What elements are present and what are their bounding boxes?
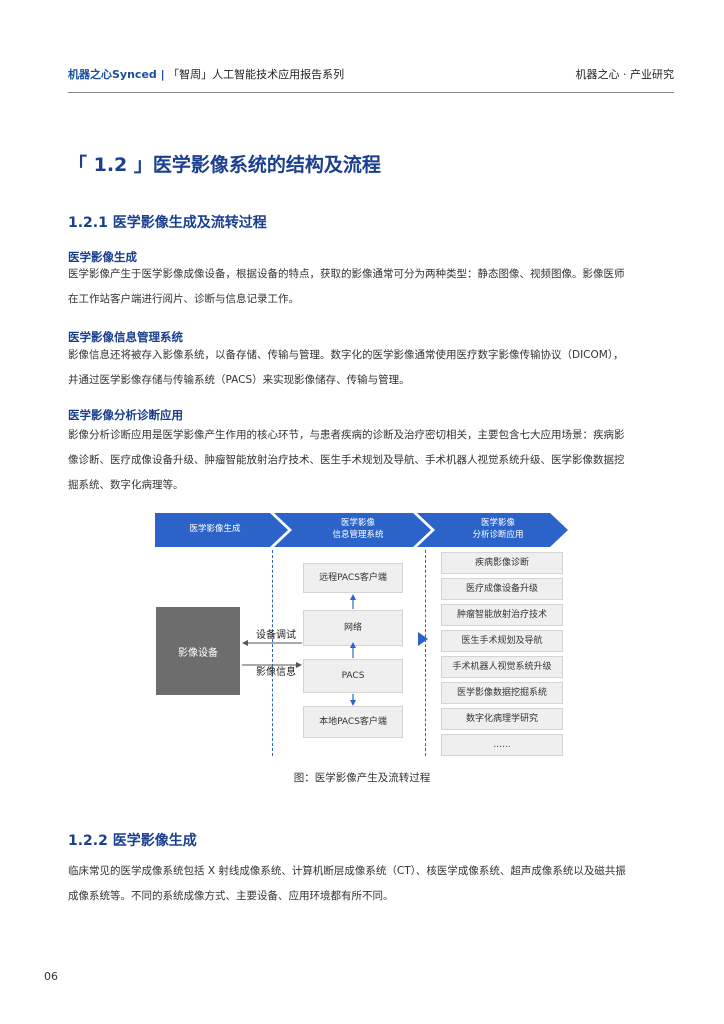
app-item: 手术机器人视觉系统升级: [441, 656, 563, 678]
stage-label-3: 医学影像 分析诊断应用: [432, 513, 564, 547]
text-line: 医学影像产生于医学影像成像设备，根据设备的特点，获取的影像通常可分为两种类型：静…: [68, 268, 625, 280]
block-text-analysis: 影像分析诊断应用是医学影像产生作用的核心环节，与患者疾病的诊断及治疗密切相关，主…: [68, 423, 668, 498]
app-item: 医学影像数据挖掘系统: [441, 682, 563, 704]
text-line: 成像系统等。不同的系统成像方式、主要设备、应用环境都有所不同。: [68, 890, 394, 902]
pacs-box: PACS: [303, 659, 403, 693]
page-number: 06: [44, 970, 58, 983]
text-line: 掘系统、数字化病理等。: [68, 479, 184, 491]
arrow-up-remote: [350, 594, 356, 600]
stage-label-2: 医学影像 信息管理系统: [292, 513, 424, 547]
stage-divider-1: [272, 550, 273, 756]
arrow-left-head: [242, 640, 248, 646]
stage-3-text-a: 医学影像: [480, 518, 515, 528]
vertical-arrows: [350, 594, 356, 706]
apps-list: 疾病影像诊断 医疗成像设备升级 肿瘤智能放射治疗技术 医生手术规划及导航 手术机…: [441, 552, 563, 756]
stage-arrow-3: [417, 513, 568, 547]
text-line: 并通过医学影像存储与传输系统（PACS）来实现影像储存、传输与管理。: [68, 374, 410, 386]
app-item: 医生手术规划及导航: [441, 630, 563, 652]
arrow-right-head: [296, 662, 302, 668]
report-series: 「智周」人工智能技术应用报告系列: [168, 68, 345, 81]
arrow-up-network: [350, 642, 356, 648]
stage-arrows: [155, 513, 568, 547]
label-image-info: 影像信息: [256, 667, 296, 678]
stage-divider-2: [425, 550, 426, 756]
to-apps-arrow: [418, 632, 428, 646]
text-line: 在工作站客户端进行阅片、诊断与信息记录工作。: [68, 293, 299, 305]
report-header-right: 机器之心 · 产业研究: [575, 68, 675, 81]
block-text-1-2-2: 临床常见的医学成像系统包括 X 射线成像系统、计算机断层成像系统（CT）、核医学…: [68, 859, 668, 909]
stage-label-1: 医学影像生成: [156, 513, 274, 547]
stage-arrow-2: [274, 513, 431, 547]
chevron-right-icon: [418, 632, 428, 646]
stage-arrow-1: [155, 513, 288, 547]
app-item: 医疗成像设备升级: [441, 578, 563, 600]
arrow-down-local: [350, 700, 356, 706]
block-text-info-system: 影像信息还将被存入影像系统，以备存储、传输与管理。数字化的医学影像通常使用医疗数…: [68, 343, 668, 393]
subsection-title-1-2-2: 1.2.2 医学影像生成: [68, 833, 197, 849]
app-item: 肿瘤智能放射治疗技术: [441, 604, 563, 626]
text-line: 临床常见的医学成像系统包括 X 射线成像系统、计算机断层成像系统（CT）、核医学…: [68, 865, 626, 877]
network-box: 网络: [303, 610, 403, 646]
block-heading-analysis: 医学影像分析诊断应用: [68, 408, 183, 422]
stage-2-text-b: 信息管理系统: [332, 530, 384, 540]
remote-pacs-client-box: 远程PACS客户端: [303, 563, 403, 593]
section-title: 「 1.2 」医学影像系统的结构及流程: [68, 154, 381, 176]
block-text-generation: 医学影像产生于医学影像成像设备，根据设备的特点，获取的影像通常可分为两种类型：静…: [68, 262, 668, 312]
block-heading-info-system: 医学影像信息管理系统: [68, 330, 183, 344]
header-divider: [68, 92, 674, 93]
app-item: 数字化病理学研究: [441, 708, 563, 730]
app-item: 疾病影像诊断: [441, 552, 563, 574]
imaging-device-box: 影像设备: [156, 607, 240, 695]
text-line: 影像信息还将被存入影像系统，以备存储、传输与管理。数字化的医学影像通常使用医疗数…: [68, 349, 624, 361]
device-arrows: [242, 640, 302, 668]
figure-caption: 图：医学影像产生及流转过程: [293, 772, 431, 784]
text-line: 像诊断、医疗成像设备升级、肿瘤智能放射治疗技术、医生手术规划及导航、手术机器人视…: [68, 454, 625, 466]
report-header-left: 机器之心Synced | 「智周」人工智能技术应用报告系列: [68, 66, 344, 82]
subsection-title-1-2-1: 1.2.1 医学影像生成及流转过程: [68, 215, 267, 231]
stage-3-text-b: 分析诊断应用: [472, 530, 524, 540]
text-line: 影像分析诊断应用是医学影像产生作用的核心环节，与患者疾病的诊断及治疗密切相关，主…: [68, 429, 625, 441]
brand-name: 机器之心Synced |: [68, 68, 165, 81]
block-heading-generation: 医学影像生成: [68, 250, 137, 264]
stage-2-text-a: 医学影像: [340, 518, 375, 528]
label-device-debug: 设备调试: [256, 630, 296, 641]
app-item: ......: [441, 734, 563, 756]
local-pacs-client-box: 本地PACS客户端: [303, 706, 403, 738]
stage-1-text: 医学影像生成: [189, 524, 241, 534]
